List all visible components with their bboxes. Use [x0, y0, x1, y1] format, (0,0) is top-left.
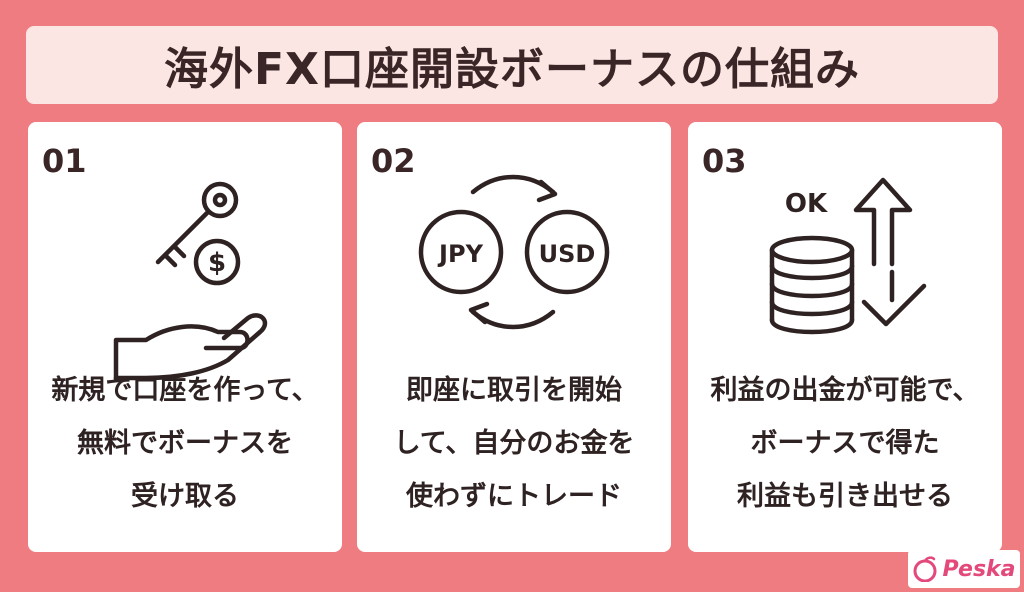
description-line: 利益の出金が可能で、 — [710, 375, 980, 406]
description-line: 無料でボーナスを — [77, 428, 293, 459]
step-card-3: 03 OK 利益の出金が可能で、 ボーナスで得た 利益も引き出せる — [688, 122, 1002, 552]
step-number: 02 — [371, 142, 416, 180]
peach-icon — [913, 556, 937, 582]
description-line: して、自分のお金を — [393, 428, 635, 459]
description-line: 即座に取引を開始 — [406, 375, 622, 406]
title-banner: 海外FX口座開設ボーナスの仕組み — [26, 26, 998, 104]
step-description: 新規で口座を作って、 無料でボーナスを 受け取る — [28, 364, 342, 523]
svg-text:$: $ — [208, 248, 226, 278]
ok-label: OK — [785, 189, 828, 219]
step-card-2: 02 JPY USD 即座に取引を開始 して、自分のお金を 使わずにトレード — [357, 122, 671, 552]
page-title: 海外FX口座開設ボーナスの仕組み — [164, 44, 860, 95]
brand-logo: Peska — [908, 550, 1020, 588]
currency-left: JPY — [437, 240, 484, 268]
description-line: 利益も引き出せる — [737, 481, 953, 512]
description-line: 受け取る — [131, 481, 239, 512]
step-number: 01 — [42, 142, 87, 180]
currency-right: USD — [539, 240, 596, 268]
step-description: 即座に取引を開始 して、自分のお金を 使わずにトレード — [357, 364, 671, 523]
currency-exchange-icon: JPY USD — [418, 174, 610, 330]
key-coin-hand-icon: $ — [113, 181, 268, 382]
step-description: 利益の出金が可能で、 ボーナスで得た 利益も引き出せる — [688, 364, 1002, 523]
step-number: 03 — [702, 142, 747, 180]
coins-withdraw-icon: OK — [769, 177, 927, 335]
description-line: ボーナスで得た — [750, 428, 940, 459]
description-line: 使わずにトレード — [406, 481, 622, 512]
description-line: 新規で口座を作って、 — [51, 375, 319, 406]
step-card-1: 01 $ 新規で口座を作って、 無料でボーナスを 受け取る — [28, 122, 342, 552]
logo-text: Peska — [942, 556, 1016, 582]
